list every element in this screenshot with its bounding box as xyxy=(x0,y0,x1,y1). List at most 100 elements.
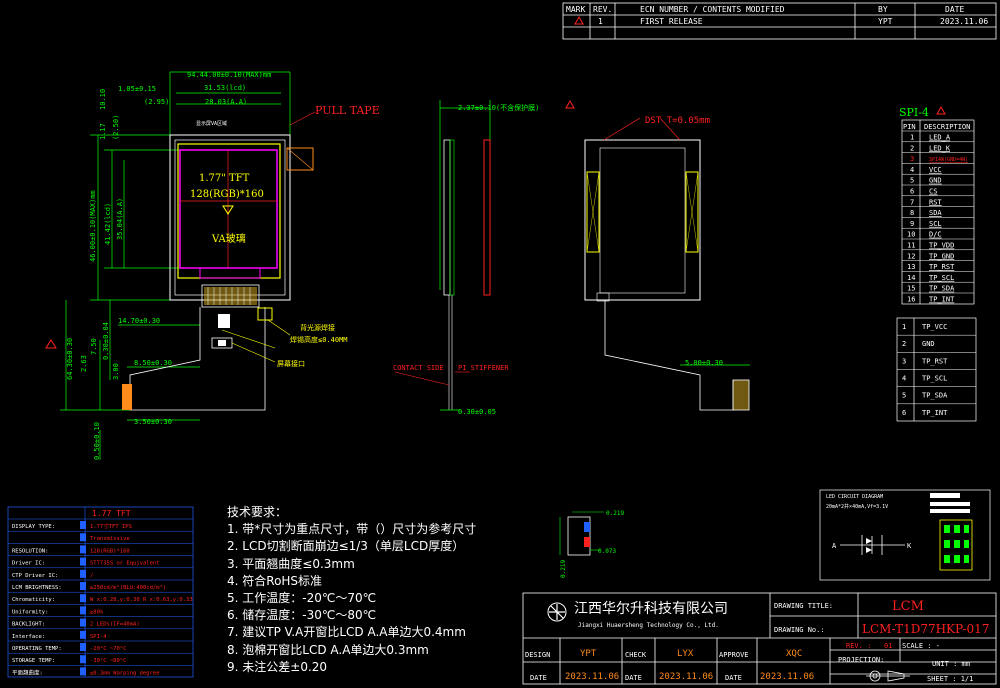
note-item: 8. 泡棉开窗比LCD A.A单边大0.3mm xyxy=(227,642,429,657)
drawing-title: LCM xyxy=(892,599,924,614)
led-anode-label: A xyxy=(832,542,837,550)
spi-header-pin: PIN xyxy=(903,123,916,131)
spec-row-marker xyxy=(80,655,86,664)
spec-row-label: STORAGE TEMP: xyxy=(12,658,55,664)
rev-header-date: DATE xyxy=(945,5,964,14)
tp-pin-number: 6 xyxy=(902,409,906,417)
spi-pin-number: 13 xyxy=(907,263,915,271)
spec-row-marker xyxy=(80,606,86,615)
dim-aa-width: 28.03(A.A) xyxy=(205,98,247,106)
pad-dim-3: 0.219 xyxy=(560,560,567,578)
sheet-label: SHEET : 1/1 xyxy=(927,675,973,683)
drawing-number: LCM-T1D77HKP-017 xyxy=(862,622,989,636)
design-date: 2023.11.06 xyxy=(565,672,619,682)
spi-pin-number: 2 xyxy=(910,144,914,152)
contact-side-label: CONTACT SIDE xyxy=(393,364,444,372)
unit-label: UNIT : mm xyxy=(932,660,970,668)
spec-row-label: BACKLIGHT: xyxy=(12,622,45,628)
pull-tape-label: PULL TAPE xyxy=(315,104,380,117)
spec-row-label: CTP Driver IC: xyxy=(12,573,58,579)
led-diagram-spec: 20mA*2并×40mA,Vf=3.1V xyxy=(826,503,888,510)
tp-pin-number: 5 xyxy=(902,392,906,400)
spec-row-label: Driver IC: xyxy=(12,561,45,567)
note-item: 1. 带*尺寸为重点尺寸，带（）尺寸为参考尺寸 xyxy=(227,522,477,537)
note-item: 6. 储存温度：-30℃～80℃ xyxy=(227,608,377,623)
spi-pin-number: 10 xyxy=(907,231,915,239)
spec-row-value: W x:0.28,y:0.30 R x:0.63,y:0.33 xyxy=(90,597,193,603)
dim-tail-8-50: 8.50±0.30 xyxy=(134,359,172,367)
rev-header-mark: MARK xyxy=(566,5,585,14)
spec-row-marker xyxy=(80,545,86,554)
drawing-title-label: DRAWING TITLE: xyxy=(774,602,833,610)
spec-row-value: 128(RGB)*160 xyxy=(90,548,130,554)
note-item: 3. 平面翘曲度≤0.3mm xyxy=(227,556,355,571)
rev-header-by: BY xyxy=(878,5,888,14)
panel-title: 1.77" TFT xyxy=(199,173,250,184)
company-logo xyxy=(547,602,567,622)
led-cathode-label: K xyxy=(907,542,912,550)
spec-row-label: 平面翘曲度: xyxy=(12,668,43,676)
dim-fpc-thickness: 0.30±0.05 xyxy=(458,408,496,416)
rev-row-rev: 1 xyxy=(598,17,603,26)
led-circuit-diagram xyxy=(819,489,991,581)
dim-total-height: 64.30±0.30 xyxy=(66,338,74,380)
spi-pin-description: TP_VDD xyxy=(929,242,954,250)
spec-row-marker xyxy=(80,618,86,627)
dim-side-7-50: 7.50 xyxy=(90,338,98,355)
spi-pin-description: SPI4W(GND=4W) xyxy=(929,157,968,163)
spec-row-value: -30°C ~80°C xyxy=(90,658,126,664)
note-backlight-solder: 背光源焊接 xyxy=(300,323,335,332)
drawing-no-label: DRAWING No.: xyxy=(774,626,825,634)
dim-outline-width: 94.44.00±0.10(MAX)mm xyxy=(187,71,271,79)
note-screen-interface: 屏幕接口 xyxy=(277,359,305,368)
dim-tail-0-50: 0.50±0.10 xyxy=(93,422,101,460)
down-arrow-icon xyxy=(222,205,234,215)
spi-pin-number: 3 xyxy=(910,155,914,163)
spi-pin-description: D/C xyxy=(929,231,942,239)
check-date: 2023.11.06 xyxy=(659,672,713,682)
dim-lcd-height: 41.42(lcd) xyxy=(104,203,112,245)
tp-pin-description: GND xyxy=(922,340,935,348)
spi-pin-number: 14 xyxy=(907,274,915,282)
spi-pin-description: GND xyxy=(929,177,942,185)
spi-pin-number: 11 xyxy=(907,242,915,250)
design-label: DESIGN xyxy=(525,651,550,659)
checker: LYX xyxy=(677,649,694,659)
technical-notes: 技术要求： 1. 带*尺寸为重点尺寸，带（）尺寸为参考尺寸 2. LCD切割断面… xyxy=(227,504,476,676)
spec-row-value: ≥80% xyxy=(90,609,104,615)
dim-top-1-17: 1.17 xyxy=(99,123,107,140)
front-view xyxy=(45,71,316,460)
spi-pin-description: RST xyxy=(929,198,942,206)
designer: YPT xyxy=(580,649,597,659)
company-name-cn: 江西华尔升科技有限公司 xyxy=(574,601,728,617)
spi-pin-description: SCL xyxy=(929,220,942,228)
spi-pin-number: 8 xyxy=(910,209,914,217)
spec-row-value: SPI-4 xyxy=(90,634,107,640)
back-view xyxy=(584,117,750,411)
spec-row-marker xyxy=(80,643,86,651)
spi4-title: SPI-4 xyxy=(899,106,929,119)
tp-pin-number: 4 xyxy=(902,375,906,383)
spi-pin-description: LED_A xyxy=(929,134,951,142)
dim-outline-height: 46.00±0.10(MAX)mm xyxy=(89,190,97,262)
approve-label: APPROVE xyxy=(719,651,749,659)
spec-row-value: 1.77寸TFT IPS xyxy=(90,522,132,530)
revision-triangle-icon xyxy=(574,15,584,25)
spi-pin-description: TP_RST xyxy=(929,263,955,271)
tp-pin-description: TP_SDA xyxy=(922,392,948,400)
tp-pin-number: 1 xyxy=(902,323,906,331)
revision-table xyxy=(562,2,997,40)
spec-row-label: DISPLAY TYPE: xyxy=(12,524,55,530)
note-item: 9. 未注公差±0.20 xyxy=(227,659,328,674)
spec-row-value: ST7735S or Equivalent xyxy=(90,561,160,567)
note-item: 2. LCD切割断面崩边≤1/3（单层LCD厚度） xyxy=(227,539,465,554)
pad-dim-1: 0.219 xyxy=(606,510,624,517)
title-block xyxy=(522,592,997,685)
spi-pin-number: 6 xyxy=(910,188,914,196)
spec-row-label: LCM BRIGHTNESS: xyxy=(12,585,62,591)
note-item: 4. 符合RoHS标准 xyxy=(227,573,323,588)
spi-pin-number: 16 xyxy=(907,296,915,304)
spi-pin-number: 9 xyxy=(910,220,914,228)
spi-pin-number: 5 xyxy=(910,177,914,185)
